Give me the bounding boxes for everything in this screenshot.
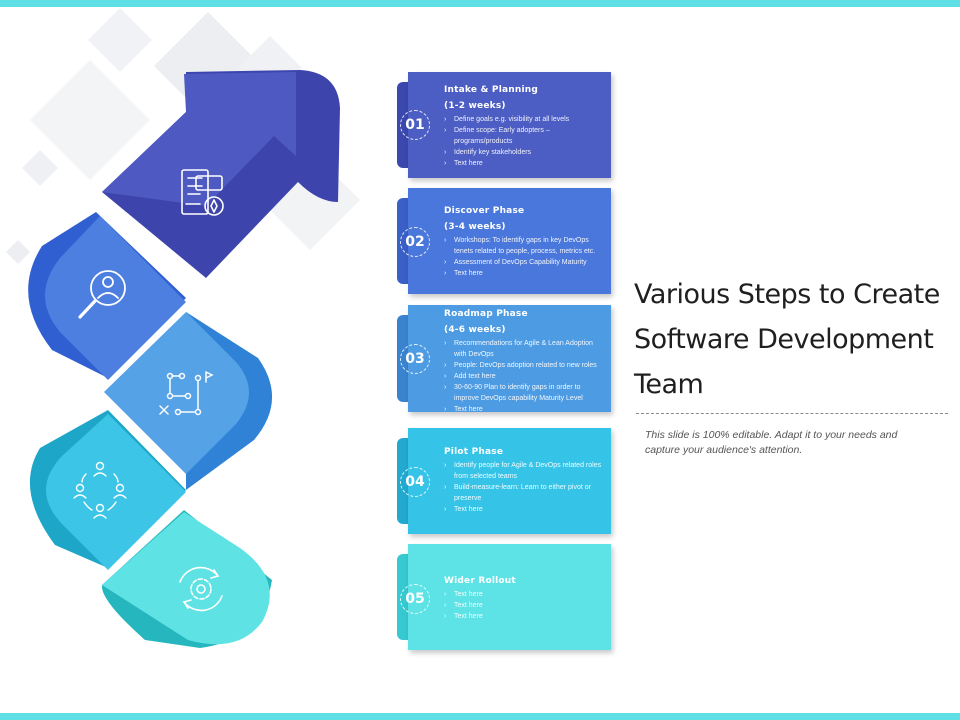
step-card-03: 03 Roadmap Phase (4-6 weeks) Recommendat… bbox=[397, 305, 611, 415]
title-divider bbox=[636, 413, 948, 414]
planning-document-icon bbox=[181, 169, 224, 216]
team-cycle-icon bbox=[73, 461, 127, 519]
step-04-number: 04 bbox=[400, 467, 430, 497]
list-item: Add text here bbox=[444, 371, 607, 382]
list-item: People: DevOps adoption related to new r… bbox=[444, 360, 607, 371]
step-04-bullets: Identify people for Agile & DevOps relat… bbox=[444, 460, 607, 515]
step-05-title: Wider Rollout bbox=[444, 576, 516, 586]
step-02-number: 02 bbox=[400, 227, 430, 257]
list-item: 30-60-90 Plan to identify gaps in order … bbox=[444, 382, 607, 404]
slide-title: Various Steps to Create Software Develop… bbox=[634, 279, 940, 400]
step-03-number: 03 bbox=[400, 344, 430, 374]
step-03-bullets: Recommendations for Agile & Lean Adoptio… bbox=[444, 338, 607, 415]
slide-description: This slide is 100% editable. Adapt it to… bbox=[645, 429, 898, 456]
list-item: Text here bbox=[444, 404, 607, 415]
list-item: Text here bbox=[444, 158, 607, 169]
list-item: Text here bbox=[444, 611, 607, 622]
step-01-number: 01 bbox=[400, 110, 430, 140]
list-item: Identify people for Agile & DevOps relat… bbox=[444, 460, 607, 482]
step-01-arrow-shape bbox=[102, 70, 340, 278]
step-04-shape bbox=[29, 410, 186, 570]
list-item: Workshops: To identify gaps in key DevOp… bbox=[444, 235, 607, 257]
list-item: Text here bbox=[444, 504, 607, 515]
top-accent-bar bbox=[0, 0, 960, 7]
list-item: Identify key stakeholders bbox=[444, 147, 607, 158]
step-card-04: 04 Pilot Phase Identify people for Agile… bbox=[397, 428, 611, 534]
step-05-content: Wider Rollout Text here Text here Text h… bbox=[444, 573, 607, 622]
list-item: Assessment of DevOps Capability Maturity bbox=[444, 257, 607, 268]
step-04-content: Pilot Phase Identify people for Agile & … bbox=[444, 444, 607, 515]
list-item: Define scope: Early adopters – programs/… bbox=[444, 125, 607, 147]
list-item: Define goals e.g. visibility at all leve… bbox=[444, 114, 607, 125]
step-02-title: Discover Phase bbox=[444, 206, 525, 216]
step-05-shape bbox=[101, 510, 273, 648]
step-02-bullets: Workshops: To identify gaps in key DevOp… bbox=[444, 235, 607, 279]
step-03-duration: (4-6 weeks) bbox=[444, 325, 506, 335]
search-person-icon bbox=[78, 270, 126, 319]
roadmap-path-icon bbox=[159, 371, 214, 416]
step-05-bullets: Text here Text here Text here bbox=[444, 589, 607, 622]
step-01-duration: (1-2 weeks) bbox=[444, 101, 506, 111]
gear-cycle-icon bbox=[179, 566, 223, 612]
step-01-bullets: Define goals e.g. visibility at all leve… bbox=[444, 114, 607, 169]
step-02-content: Discover Phase (3-4 weeks) Workshops: To… bbox=[444, 203, 607, 279]
step-03-title: Roadmap Phase bbox=[444, 309, 528, 319]
step-05-number: 05 bbox=[400, 584, 430, 614]
list-item: Text here bbox=[444, 589, 607, 600]
step-01-content: Intake & Planning (1-2 weeks) Define goa… bbox=[444, 82, 607, 169]
step-card-01: 01 Intake & Planning (1-2 weeks) Define … bbox=[397, 72, 611, 178]
list-item: Text here bbox=[444, 600, 607, 611]
step-02-duration: (3-4 weeks) bbox=[444, 222, 506, 232]
step-01-title: Intake & Planning bbox=[444, 85, 538, 95]
list-item: Build-measure-learn: Learn to either piv… bbox=[444, 482, 607, 504]
bottom-accent-bar bbox=[0, 713, 960, 720]
list-item: Recommendations for Agile & Lean Adoptio… bbox=[444, 338, 607, 360]
step-card-02: 02 Discover Phase (3-4 weeks) Workshops:… bbox=[397, 188, 611, 294]
step-02-shape bbox=[28, 212, 187, 380]
step-03-shape bbox=[104, 312, 273, 490]
step-03-content: Roadmap Phase (4-6 weeks) Recommendation… bbox=[444, 306, 607, 415]
step-04-title: Pilot Phase bbox=[444, 447, 504, 457]
step-card-05: 05 Wider Rollout Text here Text here Tex… bbox=[397, 544, 611, 650]
list-item: Text here bbox=[444, 268, 607, 279]
